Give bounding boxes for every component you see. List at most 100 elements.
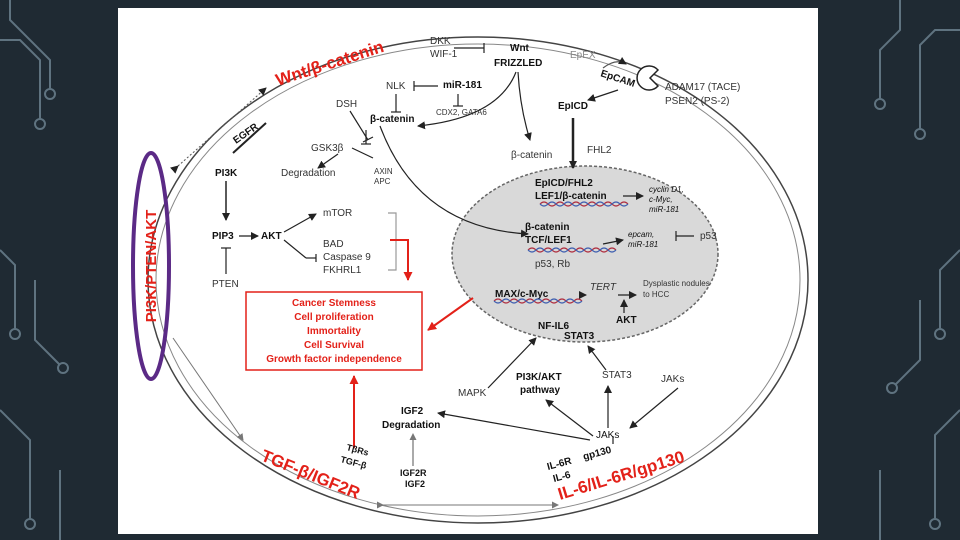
tert-label: TERT xyxy=(590,282,617,293)
psen2-label: PSEN2 (PS-2) xyxy=(665,96,729,107)
gp130-label: gp130 xyxy=(582,445,613,463)
epicd-fhl2-label: EpICD/FHL2 xyxy=(535,178,593,189)
nucleus-stat3-label: STAT3 xyxy=(564,331,595,342)
circuit-trace xyxy=(9,0,51,90)
pi3k-highlight-oval xyxy=(131,151,171,381)
pathway-diagram: Wnt/β-catenin TGF-β/IGF2R IL-6/IL-6R/gp1… xyxy=(131,36,809,524)
akt-label: AKT xyxy=(261,231,282,242)
pip3-label: PIP3 xyxy=(212,231,234,242)
crosstalk-arrow xyxy=(170,87,267,174)
tcf-lef1-label: TCF/LEF1 xyxy=(525,235,572,246)
degradation-label: Degradation xyxy=(281,168,335,179)
circuit-trace xyxy=(34,280,61,366)
pten-label: PTEN xyxy=(212,279,239,290)
il6-label: IL-6 xyxy=(552,470,572,485)
target-genes-1: c-Myc, xyxy=(649,195,673,204)
pi3k-label: PI3K xyxy=(215,168,238,179)
cell-membrane-inner xyxy=(155,43,801,517)
epicd-label: EpICD xyxy=(558,101,588,112)
mapk-label: MAPK xyxy=(458,388,487,399)
circuit-node xyxy=(24,518,36,530)
caspase9-label: Caspase 9 xyxy=(323,252,371,263)
circuit-trace xyxy=(0,39,41,120)
circuit-node xyxy=(929,518,941,530)
circuit-trace xyxy=(0,249,16,330)
il6-pathway-title: IL-6/IL-6R/gp130 xyxy=(556,447,687,504)
dna-helix xyxy=(539,201,629,207)
p53-rb-label: p53, Rb xyxy=(535,259,570,270)
circuit-trace xyxy=(879,0,901,100)
pacman-icon xyxy=(636,65,660,91)
circuit-trace xyxy=(0,409,31,520)
stat3-label: STAT3 xyxy=(602,370,632,381)
pi3k-akt-pathway-label: pathway xyxy=(520,385,560,396)
wif1-label: WIF-1 xyxy=(430,49,458,60)
crosstalk-arrow xyxy=(172,337,244,441)
target-genes-1: cyclin D1, xyxy=(649,185,684,194)
pi3k-pathway-title: PI3K/PTEN/AKT xyxy=(143,210,160,323)
p53-label: p53 xyxy=(700,231,717,242)
cdx2-label: CDX2, GATA6 xyxy=(436,108,487,117)
circuit-trace xyxy=(939,249,960,330)
gsk3b-label: GSK3β xyxy=(311,143,344,154)
fhl2-label: FHL2 xyxy=(587,145,612,156)
outcomes-box xyxy=(245,291,423,371)
epex-label: EpEX xyxy=(570,50,596,61)
mtor-label: mTOR xyxy=(323,208,352,219)
adam17-label: ADAM17 (TACE) xyxy=(665,82,740,93)
target-genes-2: miR-181 xyxy=(628,240,658,249)
cell-membrane-outer xyxy=(147,36,809,524)
outcome-item: Cell Survival xyxy=(304,340,364,351)
outcome-item: Growth factor independence xyxy=(266,354,402,365)
frizzled-label: FRIZZLED xyxy=(494,58,542,69)
circuit-node xyxy=(9,328,21,340)
nucleus-akt-label: AKT xyxy=(616,315,637,326)
igf2-label: IGF2 xyxy=(401,406,424,417)
nucleus xyxy=(451,165,719,343)
max-cmyc-label: MAX/c-Myc xyxy=(495,289,549,300)
circuit-node xyxy=(57,362,69,374)
circuit-node xyxy=(934,328,946,340)
il6r-label: IL-6R xyxy=(546,456,574,473)
nuclear-beta-catenin-label: β-catenin xyxy=(525,222,569,233)
dkk-label: DKK xyxy=(430,36,451,47)
nf-il6-label: NF-IL6 xyxy=(538,321,570,332)
dna-helix xyxy=(527,247,617,253)
axin-label: AXIN xyxy=(374,167,393,176)
beta-catenin-cyto-label: β-catenin xyxy=(511,150,552,161)
beta-catenin-label: β-catenin xyxy=(370,114,414,125)
circuit-node xyxy=(34,118,46,130)
circuit-node xyxy=(44,88,56,100)
dsh-label: DSH xyxy=(336,99,357,110)
circuit-trace xyxy=(919,29,960,130)
igf2r-label: IGF2R xyxy=(400,468,427,478)
pathway-figure: Wnt/β-catenin TGF-β/IGF2R IL-6/IL-6R/gp1… xyxy=(118,8,818,534)
circuit-node xyxy=(914,128,926,140)
bad-label: BAD xyxy=(323,239,344,250)
outcome-item: Cancer Stemness xyxy=(292,298,376,309)
fkhrl1-label: FKHRL1 xyxy=(323,265,362,276)
dna-helix xyxy=(493,298,583,304)
apc-label: APC xyxy=(374,177,391,186)
wnt-pathway-title: Wnt/β-catenin xyxy=(273,37,386,90)
wnt-label: Wnt xyxy=(510,43,530,54)
mir181-label: miR-181 xyxy=(443,80,482,91)
epcam-label: EpCAM xyxy=(599,68,636,89)
igf2-ligand-label: IGF2 xyxy=(405,479,425,489)
dysplastic-label: to HCC xyxy=(643,290,669,299)
dysplastic-label: Dysplastic nodules xyxy=(643,279,710,288)
lef1-label: LEF1/β-catenin xyxy=(535,191,607,202)
jaks-top-label: JAKs xyxy=(661,374,684,385)
jaks-label: JAKs xyxy=(596,430,619,441)
circuit-node xyxy=(886,382,898,394)
target-genes-1: miR-181 xyxy=(649,205,679,214)
pi3k-akt-pathway-label: PI3K/AKT xyxy=(516,372,562,383)
target-genes-2: epcam, xyxy=(628,230,654,239)
nlk-label: NLK xyxy=(386,81,406,92)
circuit-trace xyxy=(934,409,960,520)
circuit-node xyxy=(874,98,886,110)
outcome-item: Cell proliferation xyxy=(294,312,373,323)
outcome-item: Immortality xyxy=(307,326,361,337)
igf2-degradation-label: Degradation xyxy=(382,420,440,431)
